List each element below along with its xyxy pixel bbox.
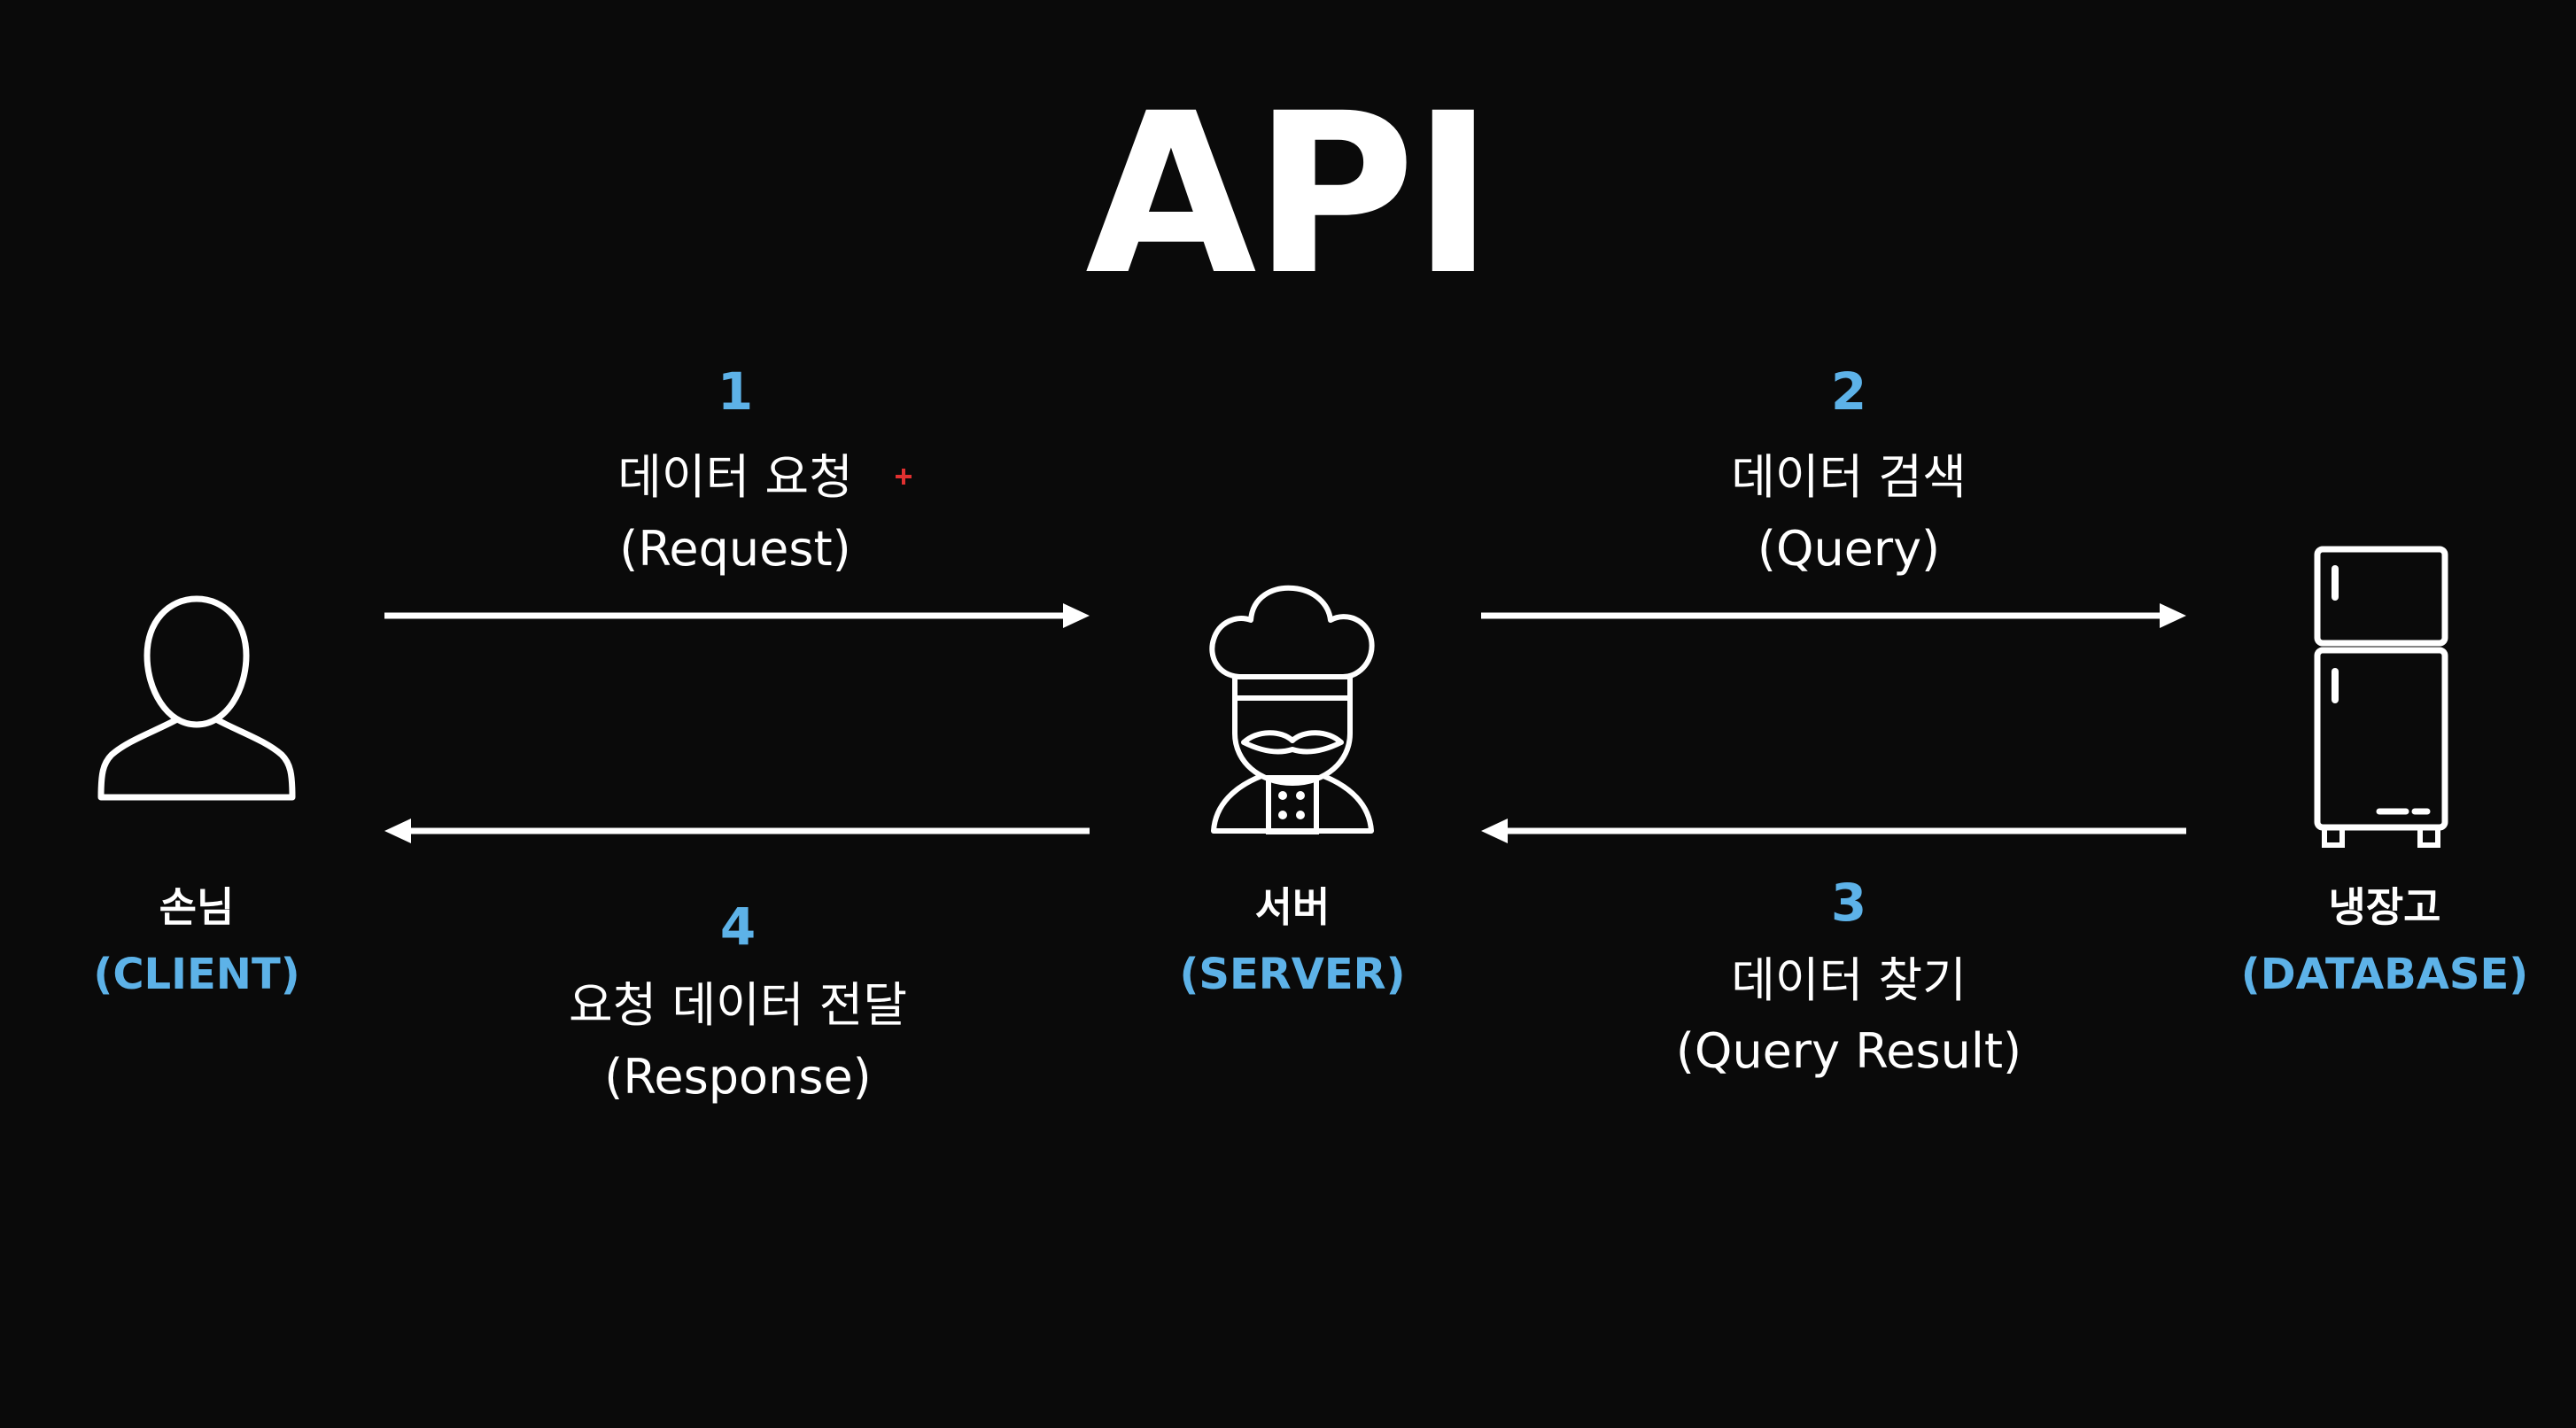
step-1-english: (Request) [619,521,851,577]
step-2-label: 데이터 검색 [1731,449,1967,505]
step-3-number: 3 [1830,873,1867,933]
arrow-client-to-server [384,603,1090,628]
step-2-english: (Query) [1757,521,1941,577]
step-4-english: (Response) [604,1049,872,1105]
server-role: (SERVER) [1179,950,1406,999]
database-name: 냉장고 [2328,883,2441,931]
step-3-label: 데이터 찾기 [1731,952,1967,1008]
step-1-number: 1 [717,361,754,422]
arrow-server-to-client [384,819,1090,843]
refrigerator-icon [2314,546,2448,848]
diagram-title: API [1085,66,1494,323]
client-name: 손님 [159,883,235,931]
person-icon [97,595,296,801]
step-2-number: 2 [1830,361,1867,422]
database-role: (DATABASE) [2240,950,2529,999]
client-role: (CLIENT) [93,950,300,999]
arrow-database-to-server [1481,819,2186,843]
chef-icon [1209,585,1375,834]
step-4-label: 요청 데이터 전달 [568,977,908,1033]
server-name: 서버 [1254,883,1331,931]
step-1-label: 데이터 요청 [617,449,853,505]
red-plus-mark-icon [896,469,912,485]
step-3-english: (Query Result) [1675,1023,2022,1079]
step-4-number: 4 [719,896,757,957]
arrow-server-to-database [1481,603,2186,628]
